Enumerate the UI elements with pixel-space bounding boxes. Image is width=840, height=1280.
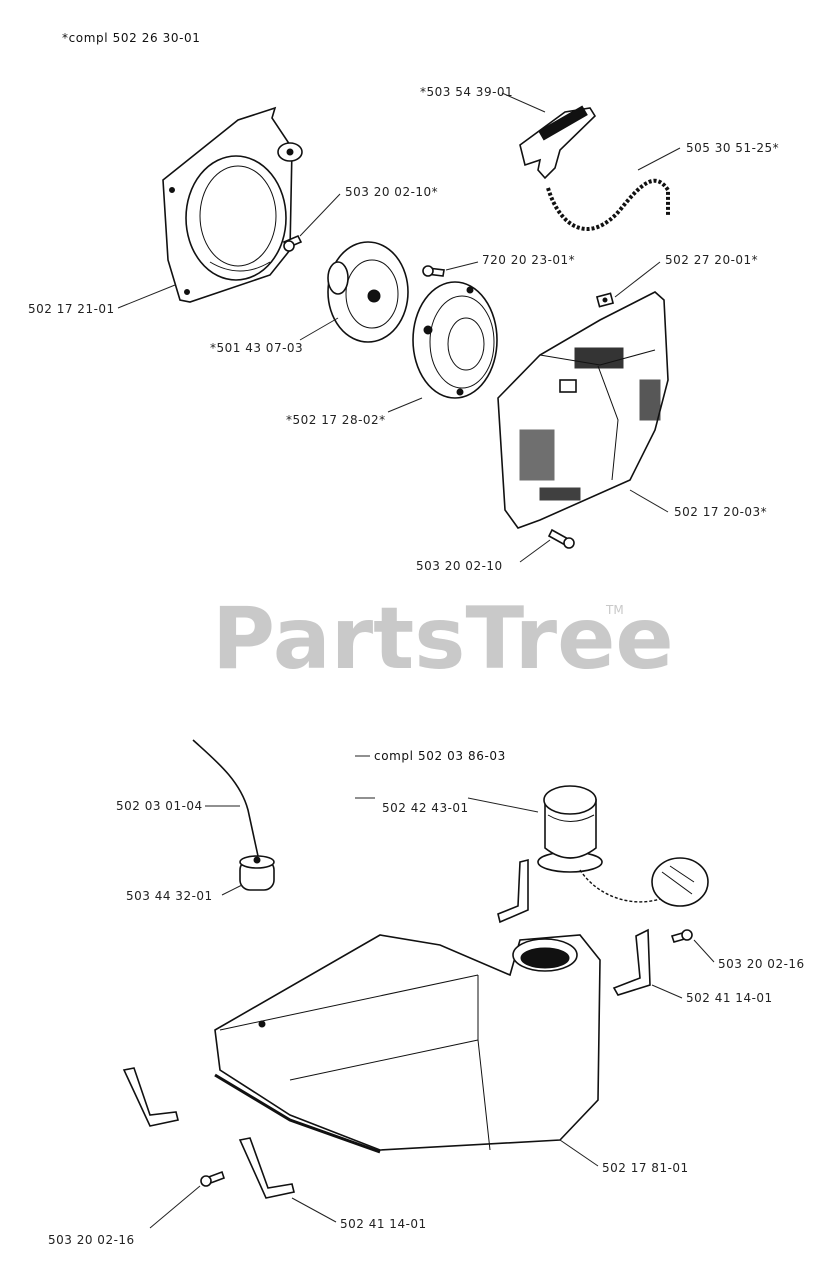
screw-c-part — [547, 528, 575, 549]
starter-handle-part — [519, 105, 597, 180]
screw-c-label: 503 20 02-10 — [416, 559, 503, 573]
nut-label: 502 27 20-01* — [665, 253, 758, 267]
watermark-tm: TM — [605, 603, 624, 617]
bracket-right-part — [612, 928, 651, 996]
screw-e-label: 503 20 02-16 — [48, 1233, 135, 1247]
starter-part — [412, 281, 498, 399]
screw-a-label: 503 20 02-10* — [345, 185, 438, 199]
hose-label: 502 03 01-04 — [116, 799, 203, 813]
starter-label: *502 17 28-02* — [286, 413, 386, 427]
fuel-tank-part — [214, 934, 601, 1154]
nut-part — [595, 292, 615, 308]
bracket-left-part — [122, 1067, 179, 1127]
cover-part — [497, 291, 669, 529]
filter-label: 503 44 32-01 — [126, 889, 213, 903]
screw-e-part — [200, 1170, 226, 1187]
bracket-bottom-part — [238, 1137, 295, 1199]
cover-label: 502 17 20-03* — [674, 505, 767, 519]
bottom-assembly: compl 502 03 86-03 502 03 01-04 503 44 3… — [48, 739, 805, 1247]
compl-label: compl 502 03 86-03 — [374, 749, 506, 763]
screw-a-part — [282, 234, 303, 252]
watermark-text: PartsTree — [212, 589, 674, 689]
bracket-bottom-label: 502 41 14-01 — [340, 1217, 427, 1231]
fuel-cap-part — [537, 785, 603, 873]
top-assembly: 502 17 21-01 503 20 02-10* *501 43 07-03… — [28, 85, 779, 573]
fuel-hose-part — [192, 739, 259, 857]
tank-label: 502 17 81-01 — [602, 1161, 689, 1175]
screw-d-part — [670, 929, 693, 943]
pulley-label: *501 43 07-03 — [210, 341, 303, 355]
bracket-right-label: 502 41 14-01 — [686, 991, 773, 1005]
fan-housing-label: 502 17 21-01 — [28, 302, 115, 316]
cap-strap-part — [579, 857, 709, 907]
pulley-part — [327, 241, 409, 343]
cover-vents — [519, 347, 661, 501]
fuel-filter-part — [239, 855, 275, 891]
cord-label: 505 30 51-25* — [686, 141, 779, 155]
screw-b-part — [422, 265, 445, 277]
bracket-top-part — [497, 858, 529, 924]
fan-housing-part — [162, 106, 303, 303]
screw-b-label: 720 20 23-01* — [482, 253, 575, 267]
assembly-label: *compl 502 26 30-01 — [62, 31, 200, 45]
screw-d-label: 503 20 02-16 — [718, 957, 805, 971]
handle-label: *503 54 39-01 — [420, 85, 513, 99]
cap-label: 502 42 43-01 — [382, 801, 469, 815]
starter-cord-part — [546, 178, 670, 231]
